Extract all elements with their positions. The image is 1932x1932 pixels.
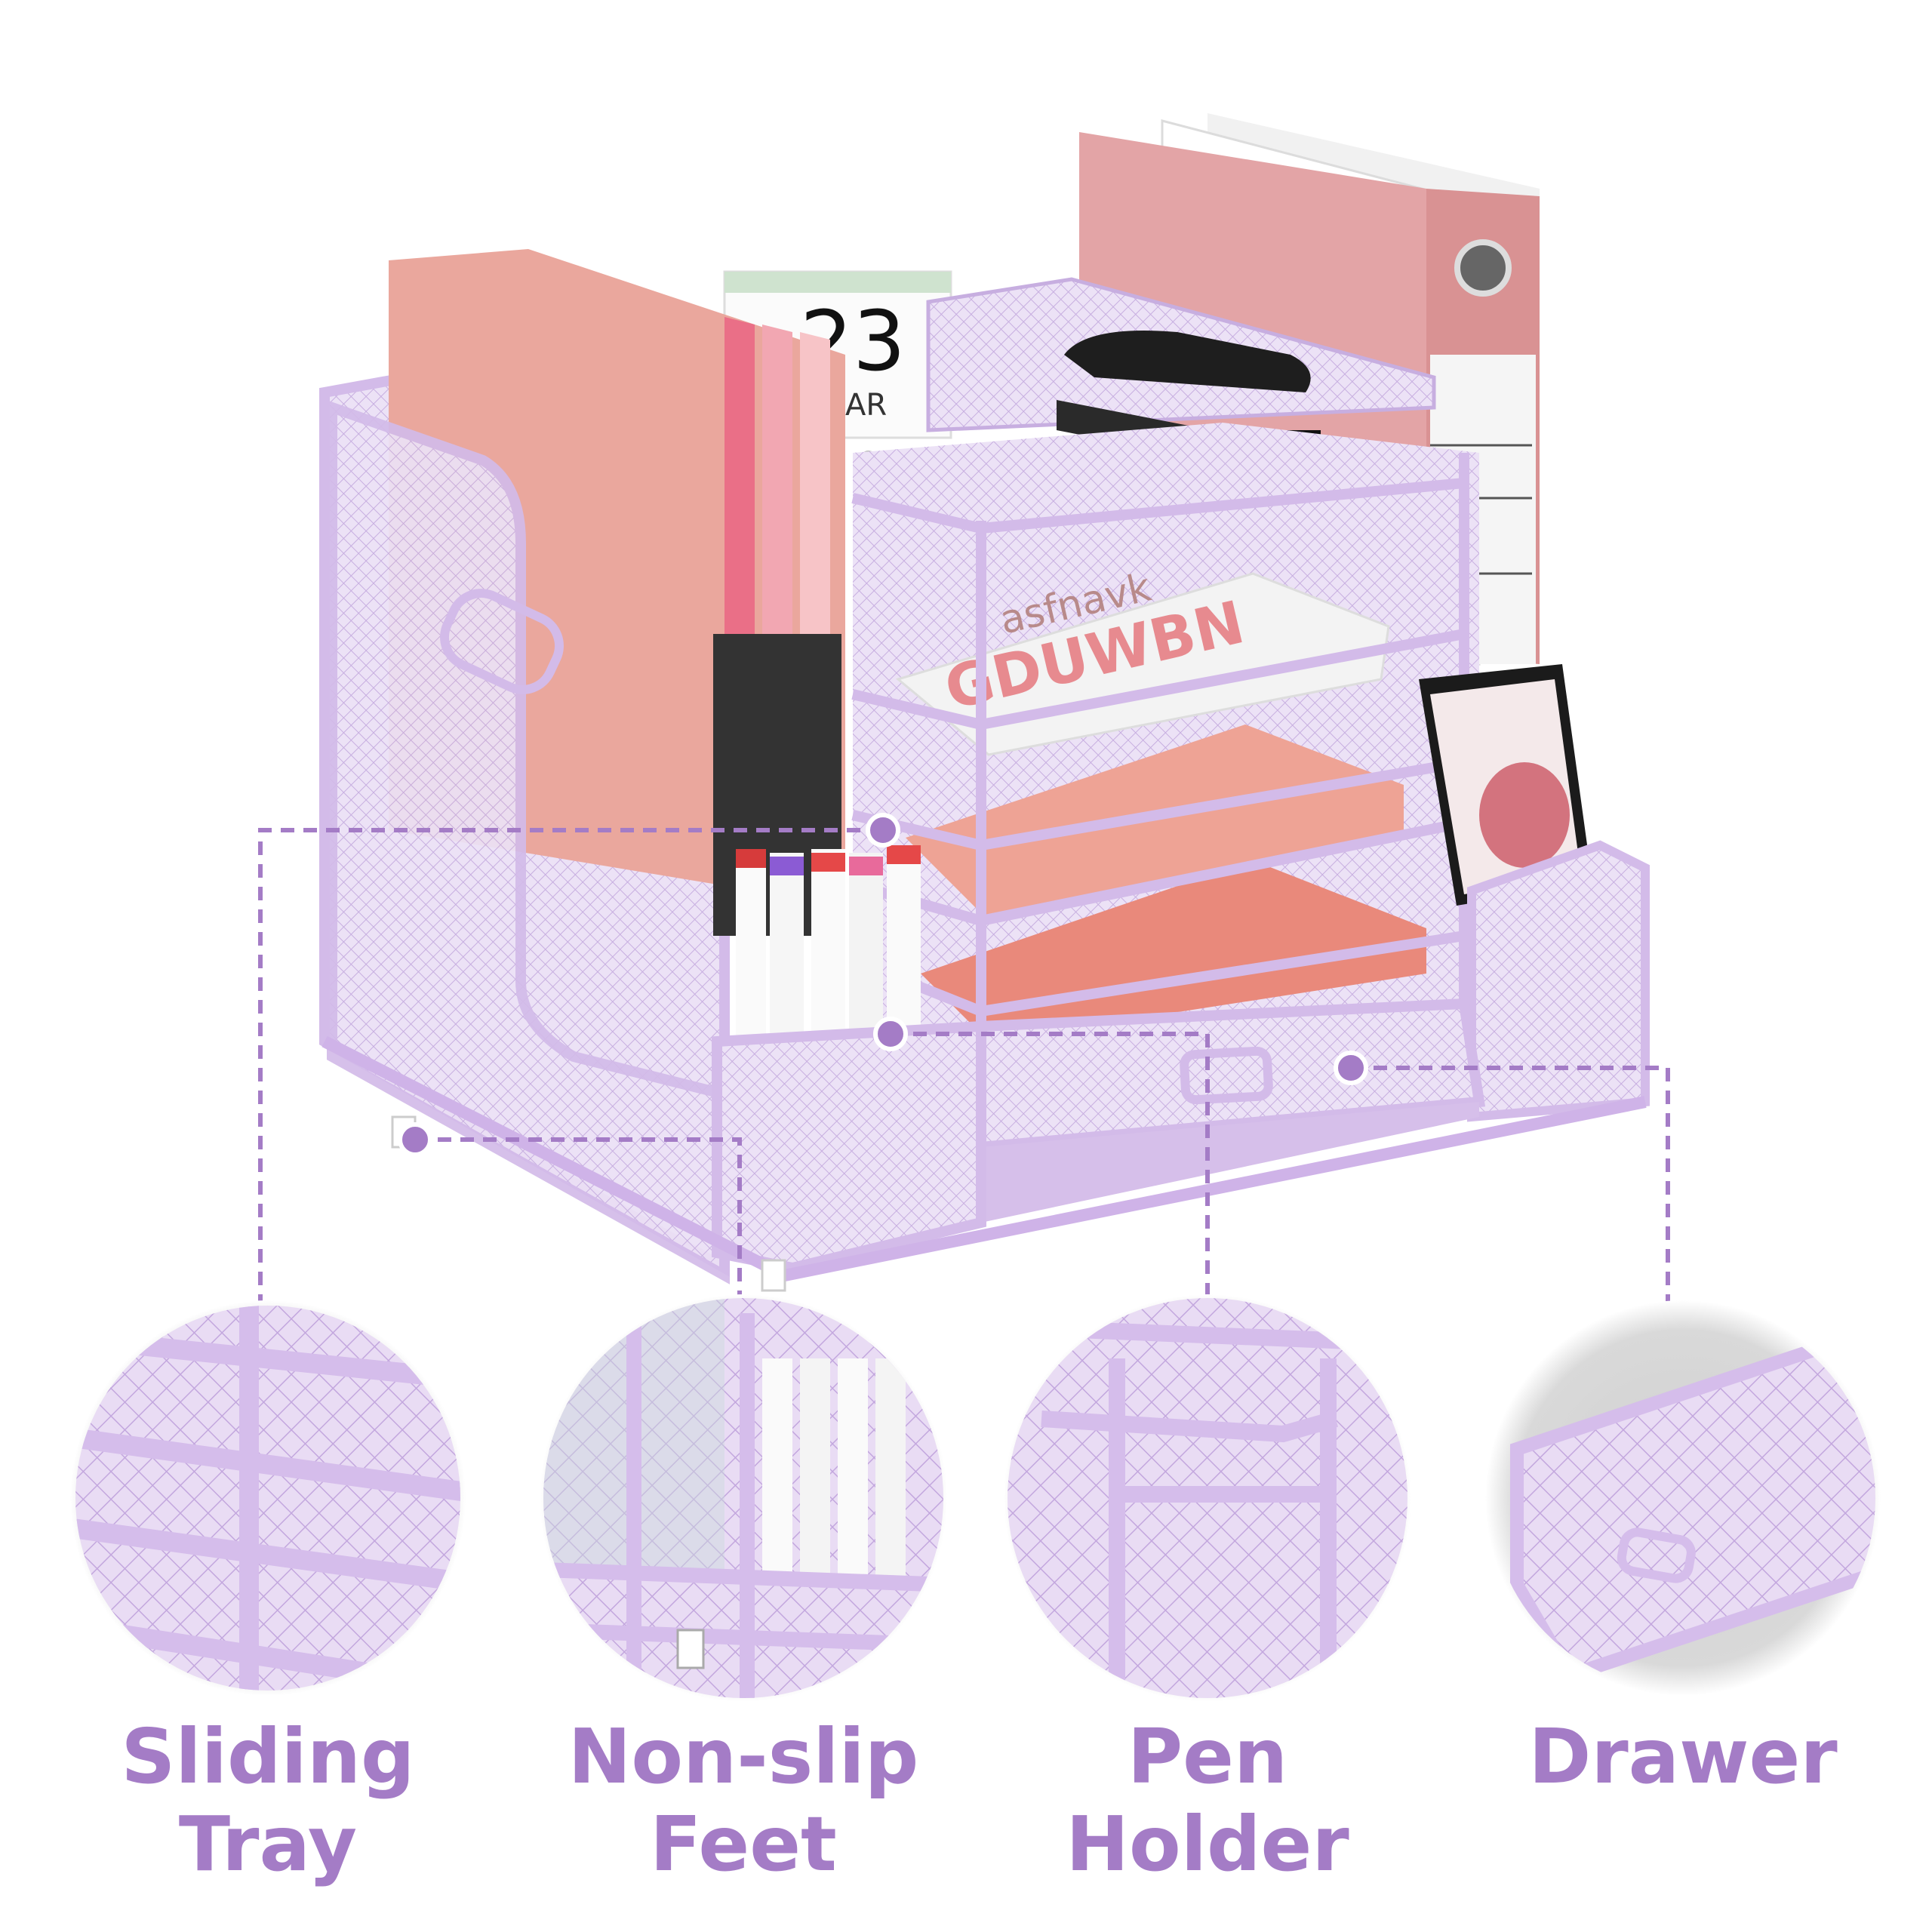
front-pen-cup — [712, 1020, 986, 1274]
feature-label-line2: Tray — [178, 1800, 358, 1888]
feature-label-sliding-tray: Sliding Tray — [26, 1713, 509, 1888]
sliding-tray-closeup — [70, 1300, 466, 1696]
feature-label-line1: Pen — [1127, 1712, 1288, 1801]
callout-dots — [398, 813, 1368, 1157]
feature-label-line1: Non-slip — [568, 1712, 919, 1801]
pen-holder-closeup — [1004, 1294, 1411, 1702]
feature-label-line1: Sliding — [121, 1712, 415, 1801]
letter-tray-stack: asfnavk GDUWBN — [851, 423, 1479, 1223]
drawer-closeup — [1485, 1300, 1881, 1696]
feature-label-drawer: Drawer — [1441, 1713, 1924, 1801]
feature-label-pen-holder: Pen Holder — [966, 1713, 1449, 1888]
calendar-word: AR — [845, 388, 887, 423]
feature-label-line2: Holder — [1066, 1800, 1349, 1888]
foot-right — [761, 1259, 786, 1292]
callout-leaders — [258, 828, 1670, 1306]
right-side-cup — [1467, 840, 1650, 1122]
desk-organizer: 23 AR asfnavk GDUWBN — [319, 113, 1650, 1292]
feature-label-line1: Drawer — [1528, 1712, 1838, 1801]
feature-label-line2: Feet — [650, 1800, 837, 1888]
magazine-file-holder — [319, 249, 845, 1284]
feature-label-non-slip-feet: Non-slip Feet — [502, 1713, 985, 1888]
smartphone — [1419, 664, 1592, 906]
non-slip-feet-closeup — [540, 1294, 947, 1702]
